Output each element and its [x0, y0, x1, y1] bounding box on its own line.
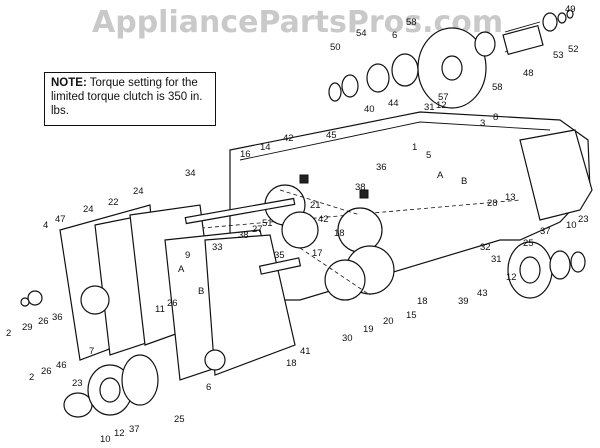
- shafts: [184, 197, 302, 275]
- label-30: 30: [342, 333, 353, 344]
- label-24a: 24: [83, 204, 94, 215]
- label-23b: 23: [72, 378, 83, 389]
- label-6b: 6: [206, 382, 211, 393]
- label-25a: 25: [523, 238, 534, 249]
- label-10b: 10: [100, 434, 111, 445]
- label-54: 54: [356, 28, 367, 39]
- note-prefix: NOTE:: [51, 77, 87, 89]
- label-2b: 2: [29, 372, 34, 383]
- label-40: 40: [364, 104, 375, 115]
- torque-note-box: NOTE: Torque setting for the limited tor…: [44, 72, 216, 126]
- label-10a: 10: [566, 220, 577, 231]
- label-3: 3: [480, 118, 485, 129]
- label-45: 45: [326, 130, 337, 141]
- label-19: 19: [363, 324, 374, 335]
- label-8: 8: [493, 112, 498, 123]
- sprocket-chain-assembly: [264, 174, 395, 301]
- label-27: 27: [252, 224, 263, 235]
- label-22: 22: [108, 197, 119, 208]
- label-58a: 58: [406, 17, 417, 28]
- label-12a: 12: [436, 100, 447, 111]
- label-50: 50: [330, 42, 341, 53]
- label-37b: 37: [129, 424, 140, 435]
- label-36a: 36: [376, 162, 387, 173]
- label-37a: 37: [540, 226, 551, 237]
- label-41: 41: [300, 346, 311, 357]
- label-38b: 38: [238, 230, 249, 241]
- label-18c: 18: [286, 358, 297, 369]
- label-11: 11: [155, 304, 165, 315]
- label-17: 17: [312, 248, 323, 259]
- label-49: 49: [565, 4, 576, 15]
- label-33: 33: [212, 242, 223, 253]
- label-23a: 23: [578, 214, 589, 225]
- label-14: 14: [260, 142, 271, 153]
- label-6: 6: [392, 30, 397, 41]
- label-31a: 31: [424, 102, 435, 113]
- label-18a: 18: [334, 228, 345, 239]
- label-36b: 36: [52, 312, 63, 323]
- label-44: 44: [388, 98, 399, 109]
- label-57: 57: [438, 92, 449, 103]
- label-9: 9: [185, 250, 190, 261]
- label-B1: B: [461, 176, 467, 187]
- label-7: 7: [89, 346, 94, 357]
- label-12b: 12: [506, 272, 517, 283]
- label-12c: 12: [114, 428, 125, 439]
- note-text: Torque setting for the limited torque cl…: [51, 77, 203, 117]
- part-labels: 49 52 53 48 58 6 54 50 57 58 40 44 31 12…: [6, 4, 589, 445]
- label-42a: 42: [283, 133, 294, 144]
- label-39: 39: [458, 296, 469, 307]
- label-20: 20: [383, 316, 394, 327]
- label-26c: 26: [41, 366, 52, 377]
- label-35: 35: [274, 250, 285, 261]
- label-32: 32: [480, 242, 491, 253]
- left-hub-assembly: [20, 290, 159, 418]
- label-48: 48: [523, 68, 534, 79]
- clutch-assembly: [328, 9, 574, 109]
- label-51: 51: [262, 218, 273, 229]
- label-24b: 24: [133, 186, 144, 197]
- label-16: 16: [240, 149, 251, 160]
- label-31b: 31: [491, 254, 502, 265]
- label-A1: A: [437, 170, 444, 181]
- label-2a: 2: [6, 328, 11, 339]
- label-18b: 18: [417, 296, 428, 307]
- label-4: 4: [43, 220, 48, 231]
- label-52: 52: [568, 44, 579, 55]
- label-13: 13: [505, 192, 516, 203]
- label-43: 43: [477, 288, 488, 299]
- label-42b: 42: [318, 214, 329, 225]
- right-hub-assembly: [507, 241, 586, 299]
- label-A2: A: [178, 264, 185, 275]
- label-34: 34: [185, 168, 196, 179]
- side-plates: [59, 204, 296, 381]
- label-15: 15: [406, 310, 417, 321]
- label-26a: 26: [167, 298, 178, 309]
- label-B2: B: [198, 286, 204, 297]
- label-46: 46: [56, 360, 67, 371]
- label-58b: 58: [492, 82, 503, 93]
- label-5: 5: [426, 150, 431, 161]
- label-21: 21: [310, 200, 321, 211]
- label-38a: 38: [355, 182, 366, 193]
- label-1: 1: [412, 142, 417, 153]
- label-53: 53: [553, 50, 564, 61]
- label-25b: 25: [174, 414, 185, 425]
- tine-housing-frame: [179, 111, 593, 301]
- label-26b: 26: [38, 316, 49, 327]
- label-28: 28: [487, 198, 498, 209]
- label-47: 47: [55, 214, 66, 225]
- label-29: 29: [22, 322, 33, 333]
